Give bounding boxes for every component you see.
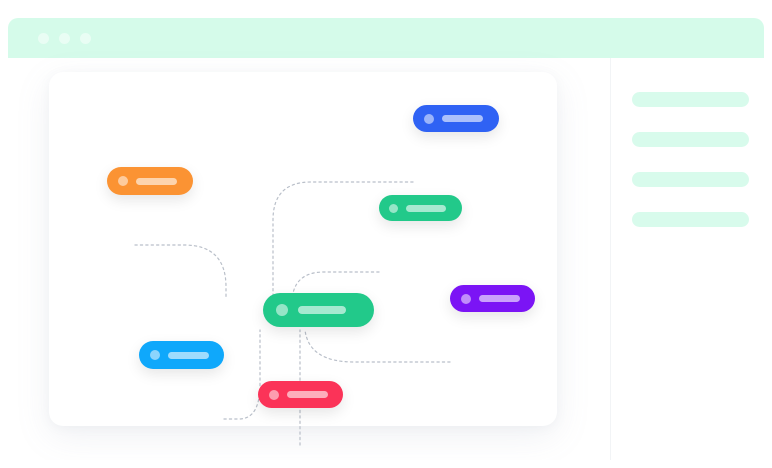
node-teal-label — [406, 204, 446, 212]
connector-purple-to-central — [304, 329, 451, 363]
mind-map-canvas[interactable] — [49, 72, 557, 446]
node-orange-bullet-icon — [118, 176, 128, 186]
node-cyan[interactable] — [139, 341, 224, 369]
window-close-icon[interactable] — [38, 33, 49, 44]
sidebar — [611, 58, 764, 460]
node-central-bullet-icon — [276, 304, 288, 316]
window-maximize-icon[interactable] — [80, 33, 91, 44]
node-blue-label — [442, 115, 483, 122]
node-purple-label — [479, 295, 520, 302]
node-cyan-bullet-icon — [150, 350, 160, 360]
node-pink-bullet-icon — [269, 389, 279, 400]
title-bar — [8, 18, 764, 58]
node-central[interactable] — [263, 293, 374, 327]
sidebar-item-3[interactable] — [632, 212, 749, 227]
node-blue-bullet-icon — [424, 113, 434, 124]
node-blue[interactable] — [413, 105, 499, 132]
node-cyan-label — [168, 351, 209, 359]
node-orange[interactable] — [107, 167, 193, 195]
window-minimize-icon[interactable] — [59, 33, 70, 44]
node-pink-label — [287, 391, 328, 398]
node-teal-bullet-icon — [389, 203, 398, 213]
node-purple-bullet-icon — [461, 293, 471, 304]
node-purple[interactable] — [450, 285, 535, 312]
node-orange-label — [136, 177, 177, 185]
connector-orange-to-central — [134, 244, 227, 300]
node-pink[interactable] — [258, 381, 343, 408]
sidebar-divider — [610, 58, 611, 460]
connector-cyan-to-central — [223, 329, 261, 420]
sidebar-item-0[interactable] — [632, 92, 749, 107]
sidebar-item-2[interactable] — [632, 172, 749, 187]
sidebar-item-1[interactable] — [632, 132, 749, 147]
node-central-label — [298, 306, 346, 314]
node-teal[interactable] — [379, 195, 462, 221]
app-window — [8, 8, 764, 460]
